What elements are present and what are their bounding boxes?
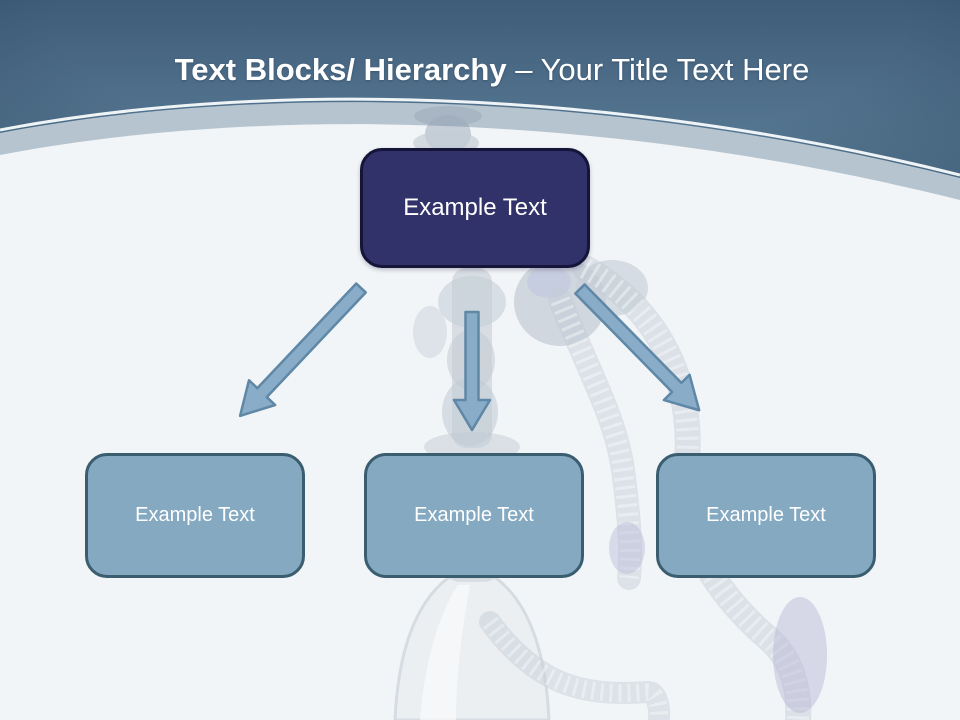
- arrow-down-right-icon: [574, 283, 701, 412]
- arrow-down-icon: [452, 310, 492, 432]
- title-regular-segment: – Your Title Text Here: [515, 52, 810, 87]
- slide-title: Text Blocks/ Hierarchy – Your Title Text…: [0, 52, 960, 88]
- child-text-block-3: Example Text: [656, 453, 876, 578]
- root-text-block-label: Example Text: [403, 194, 547, 221]
- child-text-block-3-label: Example Text: [706, 504, 826, 526]
- title-bold-segment: Text Blocks/ Hierarchy: [174, 52, 507, 87]
- arrow-down-left-icon: [238, 282, 367, 418]
- child-text-block-2-label: Example Text: [414, 504, 534, 526]
- child-text-block-1-label: Example Text: [135, 504, 255, 526]
- child-text-block-2: Example Text: [364, 453, 584, 578]
- child-text-block-1: Example Text: [85, 453, 305, 578]
- root-text-block: Example Text: [360, 148, 590, 268]
